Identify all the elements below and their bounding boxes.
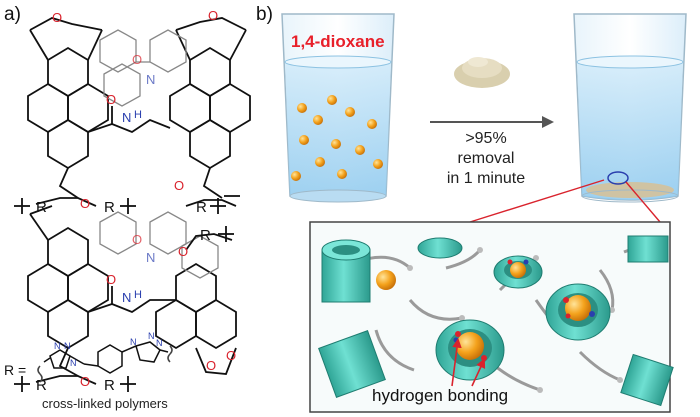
- svg-text:H: H: [134, 109, 142, 121]
- structure-bottom: [27, 205, 237, 385]
- svg-text:O: O: [132, 52, 142, 67]
- removal-line-1: >95%: [465, 130, 507, 147]
- removal-line-2: removal: [457, 150, 515, 167]
- zoom-line-right: [625, 181, 661, 223]
- svg-text:O: O: [132, 232, 142, 247]
- svg-text:N: N: [122, 290, 131, 305]
- svg-text:O: O: [106, 92, 116, 107]
- r-group-label: R: [36, 199, 47, 216]
- glass-after: [573, 13, 687, 203]
- svg-text:O: O: [206, 358, 216, 373]
- heteroatoms-bottom: N H O O N O O O O: [80, 232, 236, 389]
- hydrogen-bonding-label: hydrogen bonding: [372, 386, 509, 405]
- polymer-powder-icon: [454, 57, 510, 88]
- structure-top: [27, 17, 251, 207]
- svg-text:N: N: [70, 358, 77, 368]
- zoom-line-left: [469, 179, 605, 223]
- bound-guest-molecules: [376, 259, 595, 361]
- r-group-label: R: [200, 227, 211, 244]
- svg-text:N: N: [122, 110, 131, 125]
- r-group-label: R: [196, 199, 207, 216]
- removal-line-3: in 1 minute: [446, 170, 526, 187]
- substituent-r-structure: [37, 341, 173, 383]
- panel-a-label: a): [4, 4, 21, 25]
- r-groups-top: [14, 195, 240, 214]
- svg-text:N: N: [148, 331, 155, 341]
- panel-b-label: b): [256, 4, 273, 25]
- heteroatoms-top: O O O N N H O O O: [52, 8, 218, 211]
- r-group-label: R: [36, 377, 47, 394]
- svg-text:O: O: [174, 178, 184, 193]
- svg-text:N: N: [130, 337, 137, 347]
- svg-text:N: N: [64, 341, 71, 351]
- zoom-region-marker: [607, 171, 629, 185]
- r-group-label: R: [104, 199, 115, 216]
- r-group-label: R: [104, 377, 115, 394]
- svg-text:N: N: [146, 250, 155, 265]
- svg-text:H: H: [134, 289, 142, 301]
- svg-text:O: O: [226, 348, 236, 363]
- svg-text:N: N: [146, 72, 155, 87]
- substituent-label: R =: [4, 362, 27, 378]
- glass-before: [281, 13, 395, 203]
- h-bond-arrow-left: [451, 338, 462, 387]
- svg-text:O: O: [80, 196, 90, 211]
- svg-text:O: O: [208, 8, 218, 23]
- h-bond-arrow-right: [471, 358, 486, 387]
- svg-text:O: O: [106, 272, 116, 287]
- svg-text:N: N: [54, 341, 61, 351]
- cross-linked-caption: cross-linked polymers: [42, 396, 168, 411]
- guest-molecules-solution: [291, 95, 383, 181]
- process-arrow-head: [542, 116, 554, 128]
- svg-text:O: O: [80, 374, 90, 389]
- svg-text:O: O: [52, 10, 62, 25]
- solvent-label: 1,4-dioxane: [291, 32, 385, 51]
- svg-text:O: O: [178, 244, 188, 259]
- svg-text:N: N: [156, 338, 163, 348]
